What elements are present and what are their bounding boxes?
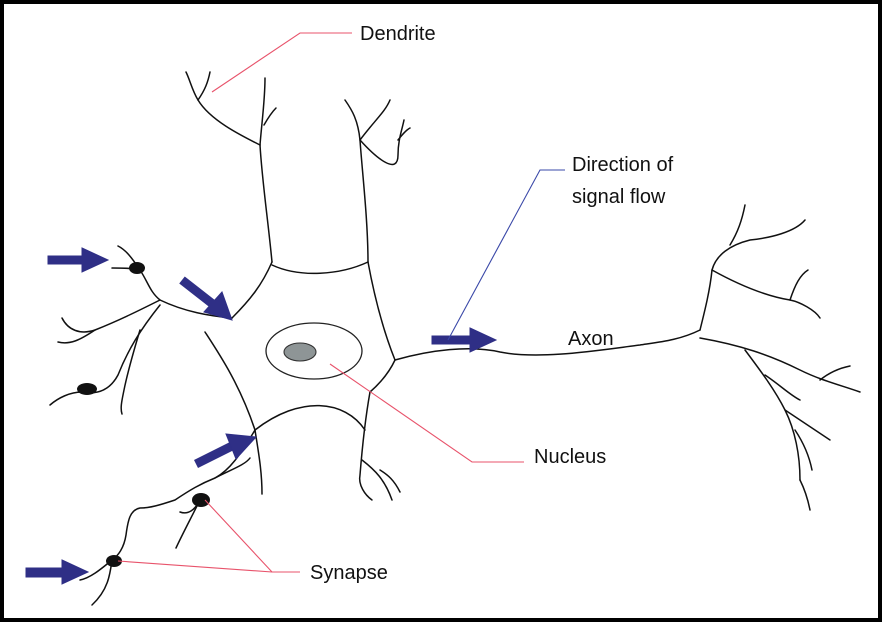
direction-leader-line xyxy=(448,170,565,340)
synapse-leader-line-lower xyxy=(118,561,272,572)
arrow-icon-diagonal-up xyxy=(196,434,256,464)
synapse-leader-line-upper xyxy=(205,500,300,572)
nucleolus xyxy=(284,343,316,361)
dendrite-upper-right xyxy=(345,100,410,262)
synapse-dot-upper-left xyxy=(129,262,145,274)
label-direction-line2: signal flow xyxy=(572,186,666,208)
nucleus-leader-line xyxy=(330,364,524,462)
axon xyxy=(395,205,860,510)
label-dendrite: Dendrite xyxy=(360,23,436,45)
dendrite-leader-line xyxy=(212,33,352,92)
label-nucleus: Nucleus xyxy=(534,446,606,468)
label-axon: Axon xyxy=(568,328,614,350)
label-synapse: Synapse xyxy=(310,562,388,584)
dendrite-top xyxy=(186,72,276,262)
arrow-icon-upper-left xyxy=(48,248,108,272)
synapse-dot-lower-middle xyxy=(192,493,210,507)
label-direction-line1: Direction of xyxy=(572,154,674,176)
arrow-icon-bottom-left xyxy=(26,560,88,584)
synapse-dot-left xyxy=(77,383,97,395)
